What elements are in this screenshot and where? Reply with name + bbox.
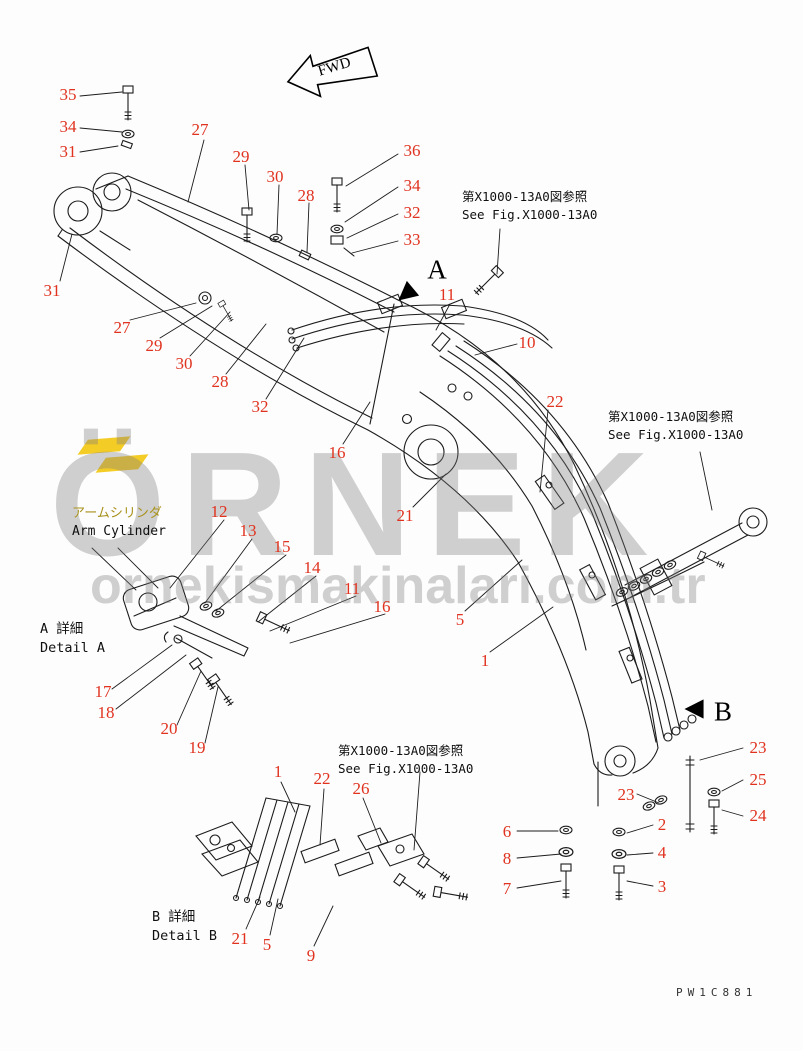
fwd-direction-arrow: FWD	[280, 33, 393, 119]
callout-10: 10	[518, 333, 536, 352]
detail-label-jp: A 詳細	[40, 621, 84, 637]
callout-14: 14	[303, 558, 321, 577]
callout-33: 33	[403, 230, 421, 249]
ref-note-jp: 第X1000-13A0図参照	[462, 189, 588, 204]
ref-note-jp: 第X1000-13A0図参照	[338, 743, 464, 758]
view-arrow-B-icon: ▶	[684, 696, 704, 726]
callout-1: 1	[480, 651, 490, 670]
callout-12: 12	[210, 502, 228, 521]
callout-27: 27	[113, 318, 131, 337]
callout-22: 22	[546, 392, 564, 411]
callout-27: 27	[191, 120, 209, 139]
callout-19: 19	[188, 738, 206, 757]
callout-3: 3	[657, 877, 667, 896]
callout-29: 29	[145, 336, 163, 355]
callout-31: 31	[59, 142, 77, 161]
view-arrow-A-icon: ▶	[390, 278, 424, 314]
ref-note-2: 第X1000-13A0図参照 See Fig.X1000-13A0	[608, 408, 743, 443]
callout-16: 16	[328, 443, 346, 462]
callout-11: 11	[438, 285, 456, 304]
callout-30: 30	[175, 354, 193, 373]
callout-22: 22	[313, 769, 331, 788]
callout-11: 11	[343, 579, 361, 598]
detail-b-parts	[195, 797, 425, 910]
callout-32: 32	[403, 203, 421, 222]
leader-lines	[59, 91, 744, 947]
callout-5: 5	[455, 610, 465, 629]
callout-25: 25	[749, 770, 767, 789]
ref-note-1: 第X1000-13A0図参照 See Fig.X1000-13A0	[462, 188, 597, 223]
arm-cylinder-rod	[611, 507, 768, 607]
view-marker-A: A	[427, 254, 447, 285]
callout-15: 15	[273, 537, 291, 556]
callout-20: 20	[160, 719, 178, 738]
callout-1: 1	[273, 762, 283, 781]
fastener-parts	[120, 85, 726, 903]
detail-label-1: A 詳細 Detail A	[40, 620, 105, 658]
callout-24: 24	[749, 806, 767, 825]
callout-23: 23	[749, 738, 767, 757]
ref-note-jp: 第X1000-13A0図参照	[608, 409, 734, 424]
callout-28: 28	[211, 372, 229, 391]
hydraulic-piping	[287, 293, 697, 807]
callout-34: 34	[403, 176, 421, 195]
ref-note-en: See Fig.X1000-13A0	[462, 206, 598, 222]
component-label-en: Arm Cylinder	[72, 523, 166, 539]
detail-label-en: Detail B	[152, 927, 218, 944]
callout-4: 4	[657, 843, 667, 862]
callout-13: 13	[239, 521, 257, 540]
callout-16: 16	[373, 597, 391, 616]
callout-2: 2	[657, 815, 667, 834]
ref-note-en: See Fig.X1000-13A0	[338, 760, 474, 776]
detail-label-jp: B 詳細	[152, 909, 196, 925]
detail-label-2: B 詳細 Detail B	[152, 908, 217, 946]
callout-21: 21	[396, 506, 414, 525]
detail-a-parts	[122, 575, 249, 659]
callout-7: 7	[502, 879, 512, 898]
callout-5: 5	[262, 935, 272, 954]
ref-note-3: 第X1000-13A0図参照 See Fig.X1000-13A0	[338, 742, 473, 777]
component-label-1: アームシリンダ Arm Cylinder	[72, 505, 166, 540]
detail-label-en: Detail A	[40, 639, 106, 656]
boom-structure	[53, 172, 659, 777]
component-label-jp: アームシリンダ	[72, 506, 162, 521]
callout-34: 34	[59, 117, 77, 136]
callout-26: 26	[352, 779, 370, 798]
fwd-arrow-shape	[286, 46, 379, 98]
callout-29: 29	[232, 147, 250, 166]
callout-8: 8	[502, 849, 512, 868]
drawing-number: PW1C881	[676, 986, 758, 999]
callout-35: 35	[59, 85, 77, 104]
callout-36: 36	[403, 141, 421, 160]
callout-32: 32	[251, 397, 269, 416]
callout-31: 31	[43, 281, 61, 300]
callout-18: 18	[97, 703, 115, 722]
view-marker-B: B	[713, 696, 733, 727]
callout-23: 23	[617, 785, 635, 804]
callout-6: 6	[502, 822, 512, 841]
callout-21: 21	[231, 929, 249, 948]
callout-28: 28	[297, 186, 315, 205]
callout-30: 30	[266, 167, 284, 186]
callout-17: 17	[94, 682, 112, 701]
ref-note-en: See Fig.X1000-13A0	[608, 426, 744, 442]
callout-9: 9	[306, 946, 316, 965]
